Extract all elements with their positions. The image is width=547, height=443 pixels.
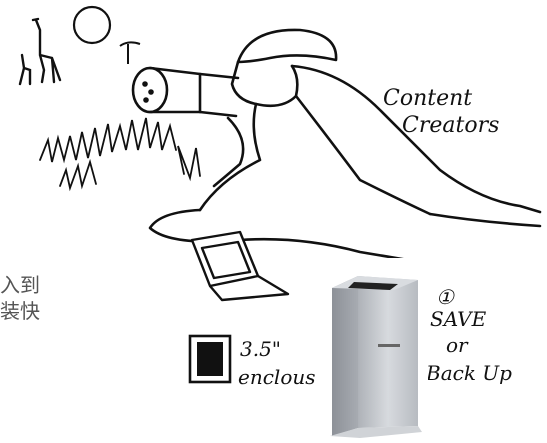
- side-text: 入到 装快: [0, 272, 40, 324]
- step-number: ①: [436, 285, 455, 309]
- enclosure-label: enclous: [238, 365, 316, 389]
- laptop-drawing: [192, 232, 288, 300]
- hard-drive-photo: [318, 258, 428, 439]
- caption-creators: Creators: [402, 113, 499, 138]
- or-label: or: [446, 333, 469, 357]
- save-label: SAVE: [430, 307, 487, 331]
- hard-drive-image: [318, 258, 428, 439]
- photographer-drawing: [133, 30, 540, 262]
- side-text-line-1: 入到: [0, 272, 40, 298]
- giraffe-drawing: [20, 19, 60, 84]
- caption-content: Content: [383, 86, 472, 111]
- grass-drawing: [40, 118, 200, 188]
- enclosure-drawing: [190, 336, 230, 382]
- backup-label: Back Up: [425, 361, 512, 385]
- side-text-line-2: 装快: [0, 298, 40, 324]
- sun-drawing: [74, 7, 110, 43]
- tree-drawing: [120, 42, 140, 64]
- enclosure-size-label: 3.5": [240, 337, 281, 361]
